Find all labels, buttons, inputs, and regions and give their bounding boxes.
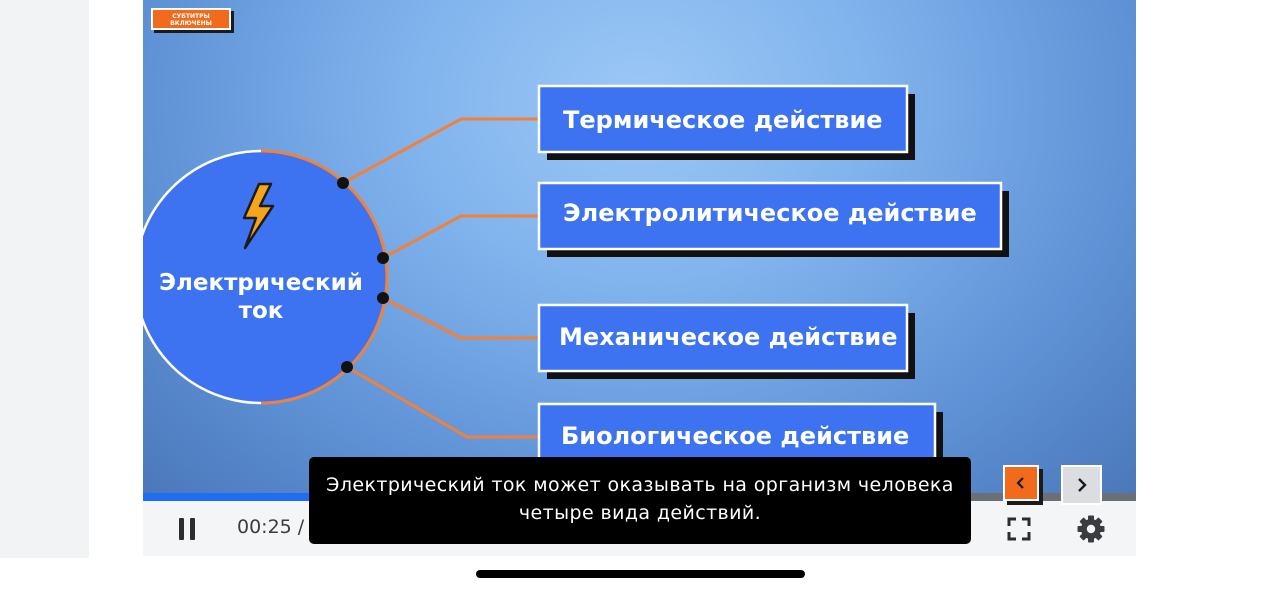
previous-slide-button[interactable] — [1003, 465, 1039, 501]
center-circle — [143, 149, 389, 405]
next-slide-button[interactable] — [1061, 465, 1102, 505]
chevron-left-icon — [1016, 477, 1024, 489]
fullscreen-button[interactable] — [1005, 515, 1033, 543]
effect-label-1: Термическое действие — [563, 106, 883, 134]
home-indicator — [476, 570, 805, 578]
connector-line-4 — [346, 365, 539, 439]
video-player[interactable]: Электрический ток Термическое действие — [143, 0, 1136, 556]
chevron-right-icon — [1077, 478, 1087, 492]
lightning-bolt-icon — [242, 182, 275, 250]
connector-line-2 — [382, 214, 539, 260]
video-frame[interactable]: Электрический ток Термическое действие — [143, 0, 1136, 500]
effect-box-3: Механическое действие — [537, 303, 915, 379]
center-label-line1: Электрический — [159, 270, 363, 296]
effect-box-2: Электролитическое действие — [537, 181, 1009, 257]
effect-label-4: Биологическое действие — [561, 422, 909, 450]
connector-line-1 — [342, 117, 539, 185]
subtitles-on-badge: СУБТИТРЫ ВКЛЮЧЕНЫ — [151, 8, 231, 30]
center-label-line2: ток — [239, 298, 284, 324]
connector-line-3 — [382, 296, 539, 340]
connector-dots — [337, 177, 389, 373]
pause-button[interactable] — [173, 515, 201, 543]
effect-label-3: Механическое действие — [559, 323, 898, 351]
pause-icon — [179, 518, 184, 540]
settings-button[interactable] — [1076, 514, 1106, 544]
current-time: 00:25 / — [237, 516, 305, 538]
effect-label-2: Электролитическое действие — [563, 199, 977, 227]
fullscreen-icon — [1007, 517, 1031, 541]
gear-icon — [1077, 515, 1105, 543]
subtitle-caption: Электрический ток может оказывать на орг… — [309, 457, 971, 544]
connector-lines — [342, 117, 539, 439]
left-side-panel — [0, 0, 89, 558]
video-diagram: Электрический ток Термическое действие — [143, 84, 1009, 478]
effect-box-1: Термическое действие — [537, 84, 915, 160]
